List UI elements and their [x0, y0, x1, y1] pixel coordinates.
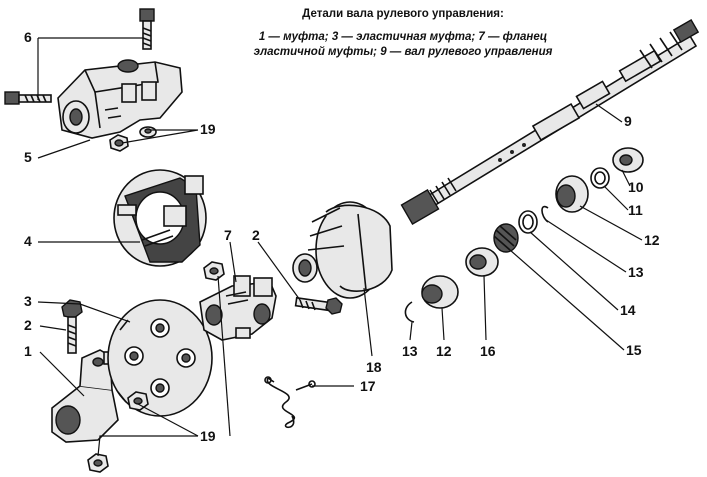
- upper-nut: [109, 134, 129, 152]
- callout-18: 18: [366, 359, 382, 375]
- callout-17: 17: [360, 378, 376, 394]
- callout-12-upper: 12: [644, 232, 660, 248]
- elastic-disc-part-3: [107, 299, 213, 417]
- upper-washer: [139, 126, 157, 138]
- horizontal-bolt: [4, 91, 52, 105]
- callout-2-lower: 2: [24, 317, 32, 333]
- callout-5: 5: [24, 149, 32, 165]
- spring-part-17: [264, 376, 316, 429]
- callout-15: 15: [626, 342, 642, 358]
- flange-part-7: [199, 275, 277, 341]
- figure-caption: Детали вала рулевого управления: 1 — муф…: [238, 8, 568, 60]
- caption-legend-line-2: эластичной муфты; 9 — вал рулевого управ…: [253, 46, 553, 58]
- seat-part-16: [465, 247, 499, 277]
- caption-legend-line-1: 1 — муфта; 3 — эластичная муфта; 7 — фла…: [258, 31, 548, 43]
- callout-19-lower: 19: [200, 428, 216, 444]
- callout-9: 9: [624, 113, 632, 129]
- leader-lines: [37, 37, 643, 457]
- callout-2-upper: 2: [252, 227, 260, 243]
- callout-12-lower: 12: [436, 343, 452, 359]
- coupling-body: [57, 59, 183, 139]
- washer-part-14: [518, 210, 538, 234]
- callout-3: 3: [24, 293, 32, 309]
- nut-part-10: [612, 147, 644, 173]
- lower-coupling-assembly: [51, 261, 225, 473]
- caption-title: Детали вала рулевого управления:: [302, 8, 504, 20]
- callout-7: 7: [224, 227, 232, 243]
- callout-19-upper: 19: [200, 121, 216, 137]
- callout-6: 6: [24, 29, 32, 45]
- callout-11: 11: [628, 202, 643, 218]
- bushing-part-12-upper: [555, 175, 589, 213]
- ring-part-13-lower: [404, 301, 415, 323]
- lower-washers: [127, 261, 225, 411]
- callout-1: 1: [24, 343, 32, 359]
- callout-4: 4: [24, 233, 32, 249]
- callout-14: 14: [620, 302, 636, 318]
- vertical-bolt: [139, 8, 155, 50]
- coupling-part-1: [51, 349, 123, 443]
- boot-part-18: [292, 201, 393, 299]
- flange-bolt: [294, 296, 343, 315]
- washer-part-11: [590, 167, 610, 189]
- steering-shaft-part-9: [400, 18, 700, 225]
- callout-13-upper: 13: [628, 264, 644, 280]
- elastic-coupling-part-4: [113, 169, 207, 267]
- ring-part-13-upper: [541, 205, 549, 223]
- callout-13-lower: 13: [402, 343, 418, 359]
- lower-nut: [87, 453, 109, 473]
- bushing-part-12-lower: [421, 275, 459, 309]
- upper-coupling-assembly: [4, 8, 183, 152]
- lower-vertical-bolt: [61, 299, 83, 354]
- callout-16: 16: [480, 343, 496, 359]
- spring-part-15: [493, 223, 519, 253]
- callout-10: 10: [628, 179, 644, 195]
